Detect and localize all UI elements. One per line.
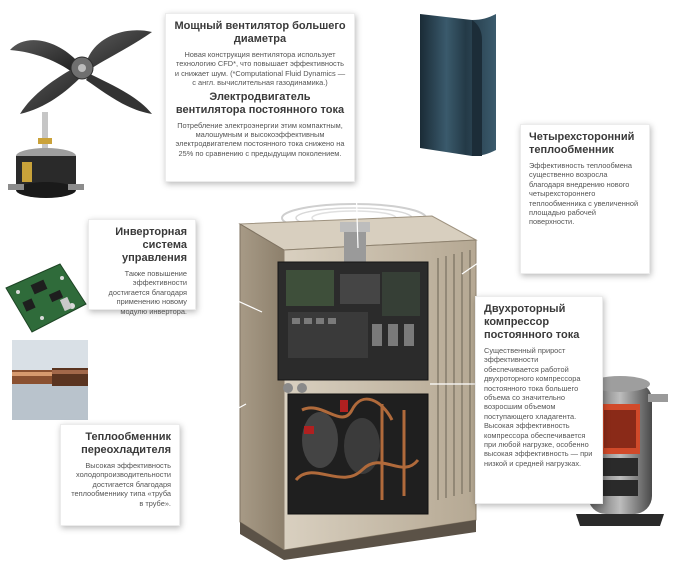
leader-hx4 (461, 233, 521, 275)
callout-heat-exchanger: Четырехсторонний теплообменник Эффективн… (520, 124, 650, 274)
subcooler-pipe-image (12, 340, 88, 420)
leader-subcool (179, 403, 247, 441)
callout-fan-title: Мощный вентилятор большего диаметра (174, 20, 346, 45)
callout-subcooler-title: Теплообменник переохладителя (81, 431, 171, 456)
outdoor-unit-image (238, 203, 478, 560)
fan-blade-image (10, 30, 152, 114)
callout-inverter-text: Также повышение эффективности достигаетс… (108, 269, 187, 316)
fan-motor-image (8, 112, 84, 198)
callout-fan-text: Новая конструкция вентилятора использует… (174, 50, 346, 88)
callout-subcooler-text: Высокая эффективность холодопроизводител… (71, 461, 171, 508)
callout-fan: Мощный вентилятор большего диаметра Нова… (165, 13, 355, 182)
callout-motor-title: Электродвигатель вентилятора постоянного… (175, 90, 345, 116)
four-sided-heat-exchanger-image (420, 14, 496, 156)
compressor-image (576, 376, 668, 526)
leader-fan (354, 149, 359, 249)
callout-subcooler: Теплообменник переохладителя Высокая эфф… (60, 424, 180, 526)
inverter-pcb-image (5, 263, 87, 333)
leader-inverter (195, 281, 263, 313)
callout-compressor: Двухроторный компрессор постоянного тока… (475, 296, 603, 504)
callout-heat-exchanger-title: Четырехсторонний теплообменник (529, 131, 635, 156)
callout-compressor-text: Существенный прирост эффективности обесп… (484, 346, 593, 468)
callout-heat-exchanger-text: Эффективность теплообмена существенно во… (529, 161, 639, 227)
callout-inverter: Инверторная система управления Также пов… (88, 219, 196, 316)
callout-motor-text: Потребление электроэнергии этим компактн… (175, 120, 345, 158)
callout-compressor-title: Двухроторный компрессор постоянного тока (484, 303, 580, 341)
callout-inverter-title: Инверторная система управления (115, 226, 187, 264)
